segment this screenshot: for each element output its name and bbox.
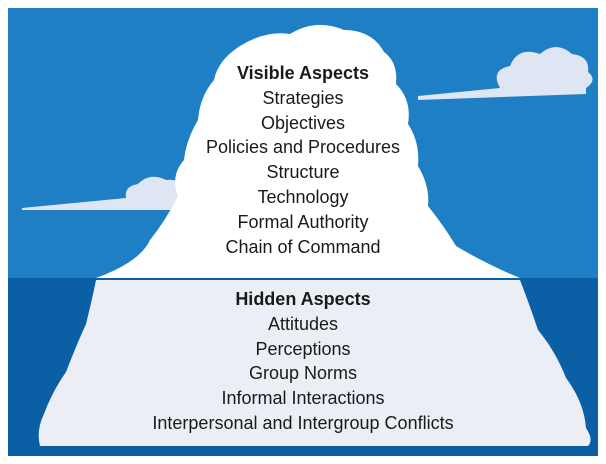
visible-aspects-list: Visible Aspects Strategies Objectives Po…: [40, 61, 566, 259]
hidden-aspect-item: Perceptions: [255, 338, 351, 359]
visible-aspect-item: Objectives: [260, 112, 346, 133]
hidden-aspect-item: Interpersonal and Intergroup Conflicts: [152, 412, 454, 433]
visible-aspect-item: Strategies: [262, 87, 344, 108]
hidden-aspect-item: Group Norms: [248, 363, 358, 384]
hidden-aspects-title: Hidden Aspects: [235, 289, 371, 309]
hidden-aspect-item: Informal Interactions: [221, 388, 385, 409]
visible-aspects-title: Visible Aspects: [236, 63, 370, 83]
cloud-left: [22, 176, 192, 210]
hidden-aspect-item: Attitudes: [267, 313, 339, 334]
visible-aspect-item: Structure: [266, 162, 340, 183]
iceberg-hidden-part: [38, 280, 591, 446]
hidden-aspects-list: Hidden Aspects Attitudes Perceptions Gro…: [40, 287, 566, 436]
visible-aspect-item: Formal Authority: [237, 211, 369, 232]
cloud-right: [418, 47, 593, 100]
visible-aspect-item: Technology: [257, 186, 349, 207]
visible-aspect-item: Chain of Command: [225, 236, 381, 257]
visible-aspect-item: Policies and Procedures: [205, 137, 401, 158]
iceberg-visible-part: [96, 24, 520, 278]
